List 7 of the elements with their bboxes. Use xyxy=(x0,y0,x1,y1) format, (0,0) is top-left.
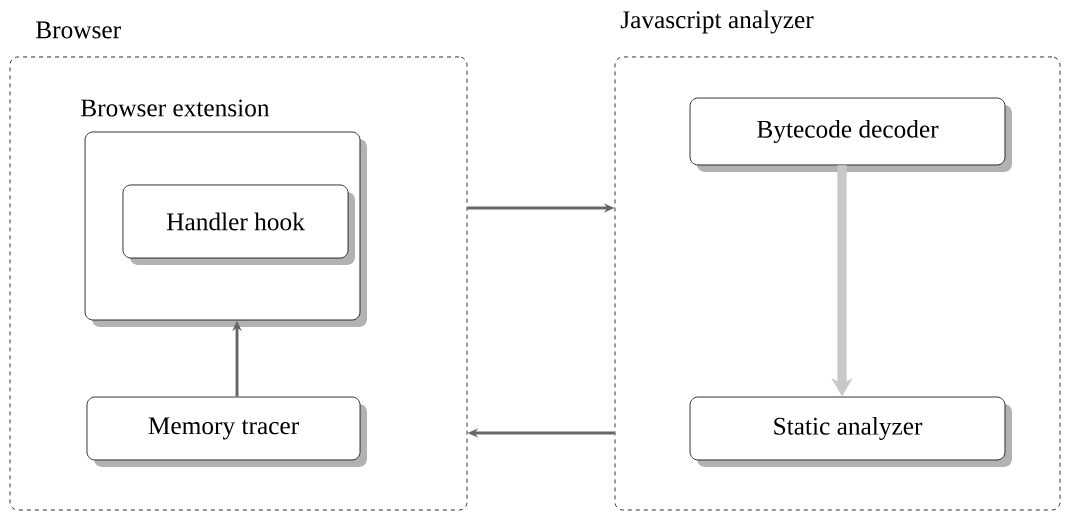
process-box: Static analyzer xyxy=(689,396,1012,467)
node-label: Browser extension xyxy=(81,99,270,117)
process-box: Bytecode decoder xyxy=(689,97,1012,172)
node-label: Javascript analyzer xyxy=(620,10,814,34)
process-box: Handler hook xyxy=(122,184,355,265)
process-box: Memory tracer xyxy=(86,396,367,467)
node-label: Browser xyxy=(36,21,121,39)
